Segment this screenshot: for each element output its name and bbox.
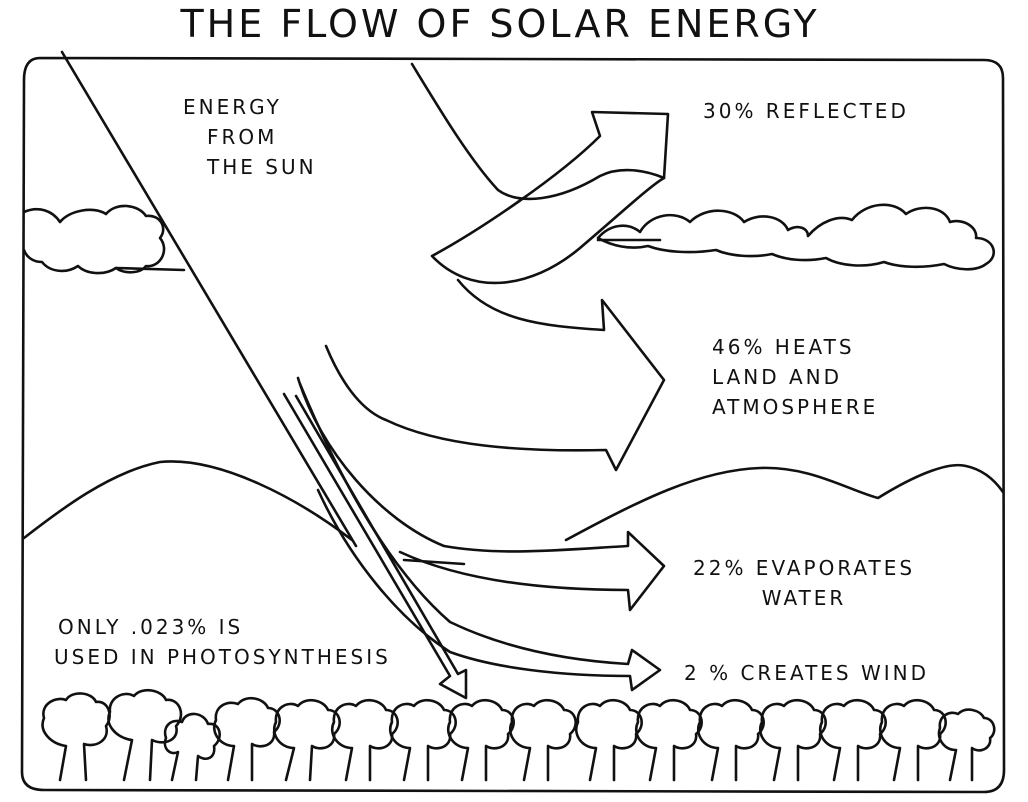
sun-beam-left-edge: [60, 50, 358, 548]
tree: [759, 698, 827, 782]
label-photosynthesis-line-2: USED IN PHOTOSYNTHESIS: [54, 645, 391, 669]
label-evaporates: 22% EVAPORATES WATER: [693, 553, 915, 613]
label-reflected: 30% REFLECTED: [703, 99, 909, 123]
tree: [879, 698, 947, 782]
label-evaporates-line-2: WATER: [761, 586, 847, 610]
tree: [819, 698, 887, 782]
arrow-reflected: [430, 110, 670, 285]
tree: [697, 698, 765, 782]
label-heats-line-2: LAND AND: [712, 365, 843, 389]
label-heats-line-1: 46% HEATS: [712, 335, 855, 359]
label-heats: 46% HEATS LAND AND ATMOSPHERE: [712, 332, 878, 422]
arrow-heats: [324, 278, 666, 472]
arrow-photosynthesis: [282, 392, 468, 700]
tree: [273, 698, 341, 782]
tree: [575, 698, 643, 782]
label-energy-from-sun: ENERGY FROM THE SUN: [183, 92, 317, 182]
tree: [331, 698, 399, 782]
tree: [213, 696, 281, 782]
hills: [22, 460, 354, 542]
cloud-left: [22, 204, 166, 275]
sun-beam-right-edge: [410, 62, 666, 201]
arrow-wind: [298, 382, 662, 692]
diagram-title: THE FLOW OF SOLAR ENERGY: [180, 2, 820, 46]
tree: [937, 708, 996, 782]
label-sun-line-3: THE SUN: [207, 155, 317, 179]
label-photosynthesis: ONLY .023% IS USED IN PHOTOSYNTHESIS: [54, 612, 391, 672]
label-heats-line-3: ATMOSPHERE: [712, 395, 879, 419]
label-wind: 2 % CREATES WIND: [684, 661, 930, 685]
label-sun-line-1: ENERGY: [183, 95, 282, 119]
tree: [41, 692, 111, 782]
diagram-frame: [20, 56, 1006, 794]
tree: [389, 698, 457, 782]
tree: [163, 712, 221, 782]
label-photosynthesis-line-1: ONLY .023% IS: [58, 615, 244, 639]
tree-row: [41, 688, 996, 782]
tree: [509, 698, 577, 782]
cloud-right: [596, 203, 996, 271]
label-evaporates-line-1: 22% EVAPORATES: [693, 556, 916, 580]
hills-right: [564, 463, 1005, 542]
tree: [447, 698, 515, 782]
tree: [635, 698, 703, 782]
label-sun-line-2: FROM: [207, 125, 278, 149]
tree: [107, 688, 183, 782]
cloud-base-line-left: [114, 266, 186, 272]
arrow-evaporates: [296, 376, 666, 612]
